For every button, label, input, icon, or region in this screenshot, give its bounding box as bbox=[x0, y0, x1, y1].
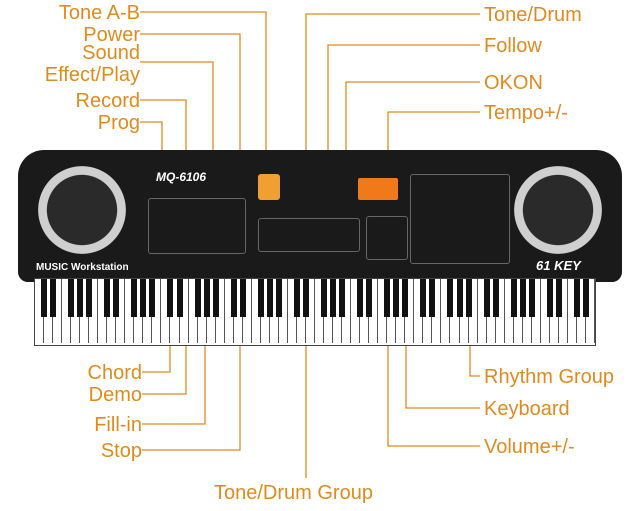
white-key bbox=[152, 279, 162, 343]
black-key bbox=[573, 279, 580, 317]
black-key bbox=[456, 279, 463, 317]
right-speaker bbox=[514, 166, 602, 254]
lcd-display bbox=[358, 178, 398, 200]
black-key bbox=[230, 279, 237, 317]
black-key bbox=[167, 279, 174, 317]
white-key bbox=[53, 279, 63, 343]
keyboard-illustration: MQ-6106 MUSIC Workstation 61 KEY bbox=[18, 150, 622, 350]
black-key bbox=[266, 279, 273, 317]
black-key bbox=[104, 279, 111, 317]
black-key bbox=[68, 279, 75, 317]
label-okon: OKON bbox=[484, 72, 543, 94]
black-key bbox=[429, 279, 436, 317]
label-power: Power bbox=[83, 24, 140, 46]
white-key bbox=[89, 279, 99, 343]
piano-keys bbox=[34, 278, 596, 346]
label-sound-effect-play: Sound Effect/Play bbox=[44, 42, 140, 86]
white-key bbox=[180, 279, 189, 343]
black-key bbox=[86, 279, 93, 317]
black-key bbox=[546, 279, 553, 317]
white-key bbox=[306, 279, 315, 343]
white-key bbox=[469, 279, 478, 343]
white-key bbox=[532, 279, 541, 343]
black-key bbox=[302, 279, 309, 317]
black-key bbox=[528, 279, 535, 317]
white-key bbox=[496, 279, 505, 343]
white-key bbox=[559, 279, 568, 343]
left-speaker bbox=[38, 166, 126, 254]
white-key bbox=[243, 279, 252, 343]
black-key bbox=[131, 279, 138, 317]
tone-rhythm-list bbox=[410, 174, 510, 264]
black-key bbox=[555, 279, 562, 317]
white-key bbox=[405, 279, 415, 343]
black-key bbox=[465, 279, 472, 317]
black-key bbox=[519, 279, 526, 317]
label-tone-drum-group: Tone/Drum Group bbox=[214, 482, 373, 504]
white-key bbox=[279, 279, 288, 343]
black-key bbox=[77, 279, 84, 317]
label-volume: Volume+/- bbox=[484, 436, 575, 458]
black-key bbox=[339, 279, 346, 317]
keyboard-body: MQ-6106 MUSIC Workstation 61 KEY bbox=[18, 150, 622, 346]
black-key bbox=[257, 279, 264, 317]
label-record: Record bbox=[75, 90, 140, 112]
black-key bbox=[212, 279, 219, 317]
black-key bbox=[321, 279, 328, 317]
black-key bbox=[50, 279, 57, 317]
control-panel-center bbox=[258, 218, 360, 252]
label-keyboard: Keyboard bbox=[484, 398, 570, 420]
black-key bbox=[194, 279, 201, 317]
black-key bbox=[420, 279, 427, 317]
power-indicator bbox=[258, 174, 280, 200]
control-panel-left bbox=[148, 198, 246, 254]
label-follow: Follow bbox=[484, 35, 542, 57]
key-count-label: 61 KEY bbox=[536, 258, 581, 273]
model-name: MQ-6106 bbox=[156, 170, 207, 184]
label-stop: Stop bbox=[100, 440, 142, 462]
black-key bbox=[41, 279, 48, 317]
label-rhythm-group: Rhythm Group bbox=[484, 366, 615, 388]
white-key bbox=[216, 279, 225, 343]
white-key bbox=[432, 279, 442, 343]
black-key bbox=[582, 279, 589, 317]
black-key bbox=[357, 279, 364, 317]
black-key bbox=[330, 279, 337, 317]
label-tone-ab: Tone A-B bbox=[58, 2, 140, 24]
black-key bbox=[293, 279, 300, 317]
white-key bbox=[586, 279, 595, 343]
tempo-volume-panel bbox=[366, 216, 408, 260]
black-key bbox=[203, 279, 210, 317]
label-fill-in: Fill-in bbox=[94, 414, 142, 436]
white-key bbox=[116, 279, 126, 343]
black-key bbox=[510, 279, 517, 317]
black-key bbox=[113, 279, 120, 317]
label-tone-drum: Tone/Drum bbox=[484, 4, 582, 26]
black-key bbox=[447, 279, 454, 317]
black-key bbox=[366, 279, 373, 317]
black-key bbox=[393, 279, 400, 317]
white-key bbox=[342, 279, 352, 343]
white-key bbox=[369, 279, 379, 343]
label-tempo: Tempo+/- bbox=[484, 102, 568, 124]
label-demo: Demo bbox=[88, 384, 142, 406]
black-key bbox=[384, 279, 391, 317]
black-key bbox=[402, 279, 409, 317]
black-key bbox=[275, 279, 282, 317]
label-chord: Chord bbox=[87, 362, 142, 384]
workstation-label: MUSIC Workstation bbox=[36, 262, 129, 273]
black-key bbox=[483, 279, 490, 317]
black-key bbox=[176, 279, 183, 317]
black-key bbox=[140, 279, 147, 317]
label-prog: Prog bbox=[97, 112, 140, 134]
black-key bbox=[239, 279, 246, 317]
black-key bbox=[492, 279, 499, 317]
black-key bbox=[149, 279, 156, 317]
